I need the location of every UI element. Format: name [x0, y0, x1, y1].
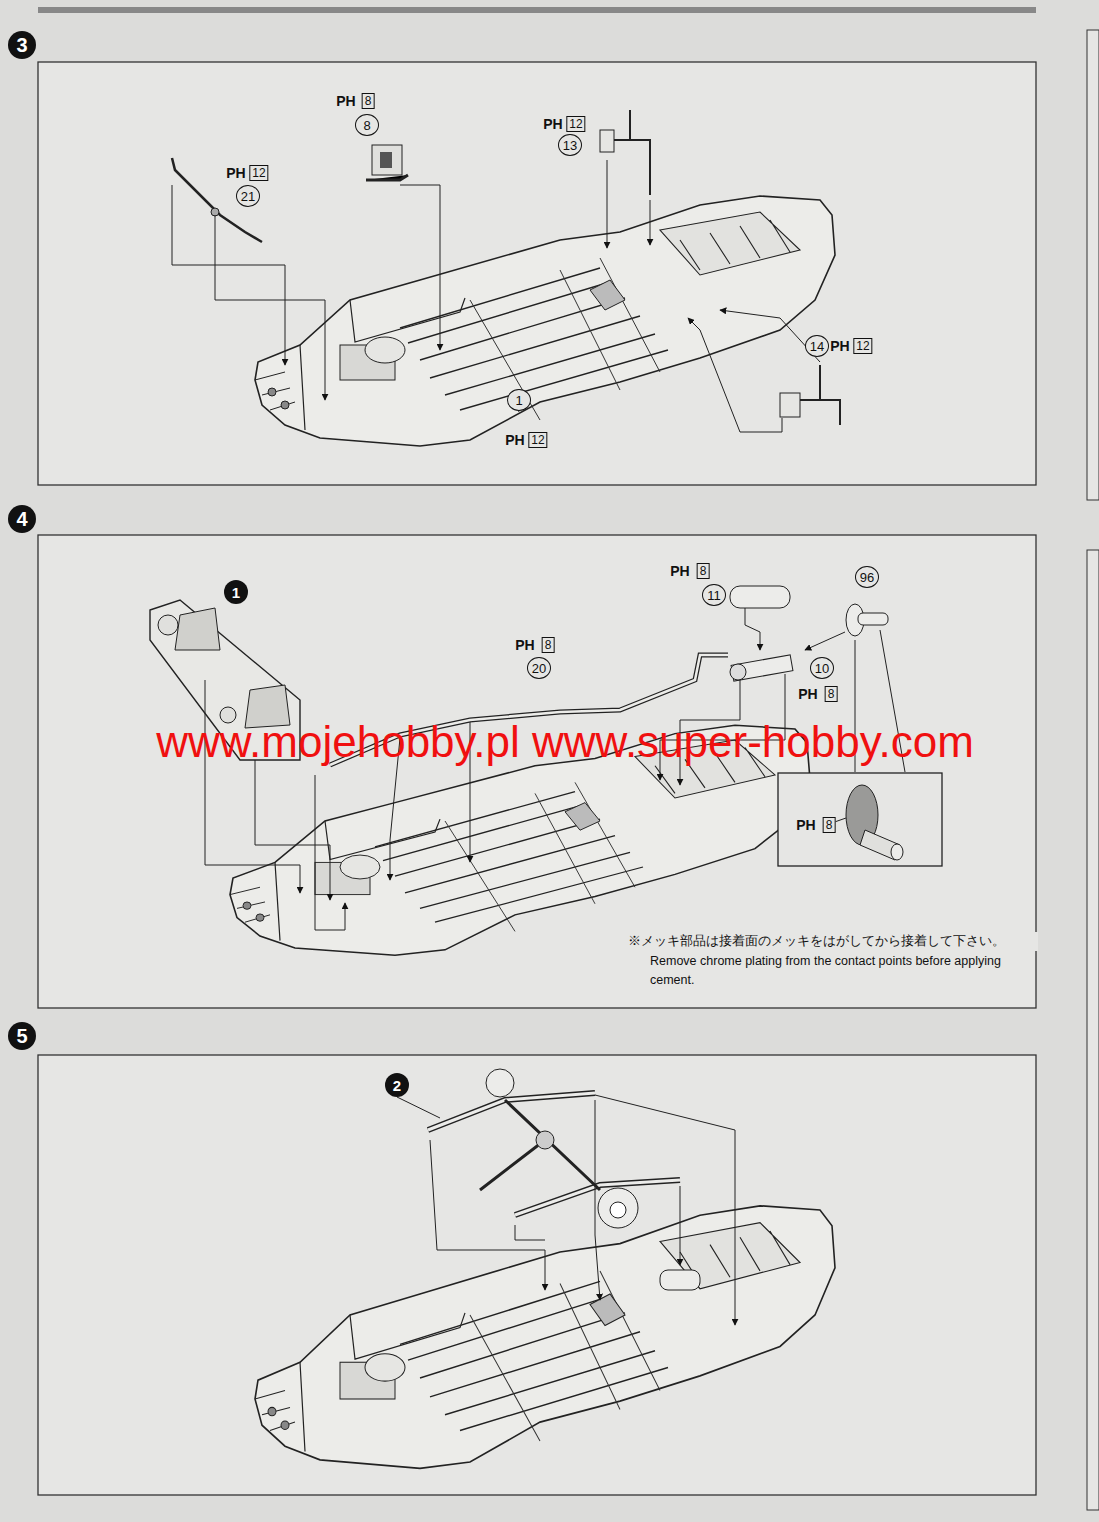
paint-number: 12: [566, 116, 585, 132]
paint-code: PH: [335, 94, 356, 108]
paint-code: PH: [797, 687, 818, 701]
callout-number: 13: [558, 134, 582, 156]
paint-code: PH: [504, 433, 525, 447]
callout-number: 21: [236, 185, 260, 207]
paint-number: 12: [853, 338, 872, 354]
paint-code: PH: [829, 339, 850, 353]
callout-number: 1: [507, 389, 531, 411]
callout-number: 11: [702, 584, 726, 606]
paint-code: PH: [514, 638, 535, 652]
paint-number: 8: [825, 686, 838, 702]
step-number: 3: [8, 31, 36, 59]
paint-code: PH: [225, 166, 246, 180]
paint-code: PH: [669, 564, 690, 578]
paint-number: 8: [823, 817, 836, 833]
assembly-note: Remove chrome plating from the contact p…: [650, 952, 1010, 990]
paint-number: 8: [362, 93, 375, 109]
subassembly-number: 1: [224, 580, 248, 604]
assembly-note: ※メッキ部品は接着面のメッキをはがしてから接着して下さい。: [628, 932, 1038, 951]
paint-number: 12: [249, 165, 268, 181]
step-number: 4: [8, 505, 36, 533]
callout-number: 8: [355, 114, 379, 136]
paint-number: 8: [542, 637, 555, 653]
step-number: 5: [8, 1022, 36, 1050]
paint-code: PH: [795, 818, 816, 832]
watermark: www.mojehobby.pl www.super-hobby.com: [156, 720, 974, 764]
paint-number: 12: [528, 432, 547, 448]
callout-number: 20: [527, 657, 551, 679]
subassembly-number: 2: [385, 1073, 409, 1097]
paint-number: 8: [697, 563, 710, 579]
callout-number: 10: [810, 657, 834, 679]
callout-number: 96: [855, 566, 879, 588]
callout-number: 14: [805, 335, 829, 357]
paint-code: PH: [542, 117, 563, 131]
